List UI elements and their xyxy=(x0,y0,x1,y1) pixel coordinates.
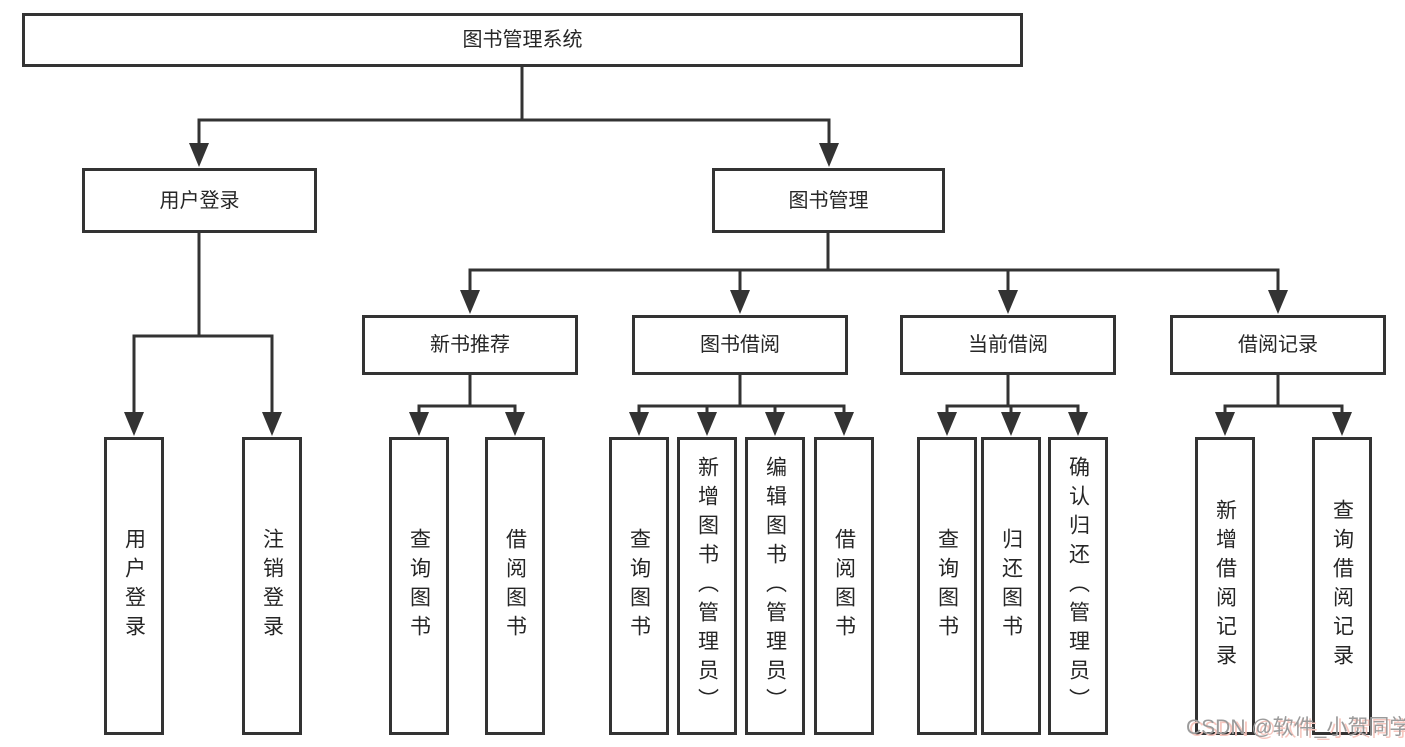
leaf-confirm-return-admin: 确认归还（管理员） xyxy=(1048,437,1108,735)
node-new-book-recommendation: 新书推荐 xyxy=(362,315,578,375)
leaf-query-borrow-record: 查询借阅记录 xyxy=(1312,437,1372,735)
node-library-management-system: 图书管理系统 xyxy=(22,13,1023,67)
node-book-borrowing: 图书借阅 xyxy=(632,315,848,375)
leaf-query-books-borrowing: 查询图书 xyxy=(609,437,669,735)
leaf-query-books-recommend: 查询图书 xyxy=(389,437,449,735)
node-current-borrowing: 当前借阅 xyxy=(900,315,1116,375)
leaf-query-books-current: 查询图书 xyxy=(917,437,977,735)
leaf-logout: 注销登录 xyxy=(242,437,302,735)
leaf-borrow-books-borrowing: 借阅图书 xyxy=(814,437,874,735)
leaf-add-books-admin: 新增图书（管理员） xyxy=(677,437,737,735)
leaf-user-login: 用户登录 xyxy=(104,437,164,735)
leaf-return-books: 归还图书 xyxy=(981,437,1041,735)
leaf-edit-books-admin: 编辑图书（管理员） xyxy=(745,437,805,735)
leaf-borrow-books-recommend: 借阅图书 xyxy=(485,437,545,735)
node-user-login: 用户登录 xyxy=(82,168,317,233)
watermark: CSDN @软件_小贺同学 xyxy=(1186,716,1405,739)
node-borrowing-records: 借阅记录 xyxy=(1170,315,1386,375)
leaf-add-borrow-record: 新增借阅记录 xyxy=(1195,437,1255,735)
node-book-management: 图书管理 xyxy=(712,168,945,233)
